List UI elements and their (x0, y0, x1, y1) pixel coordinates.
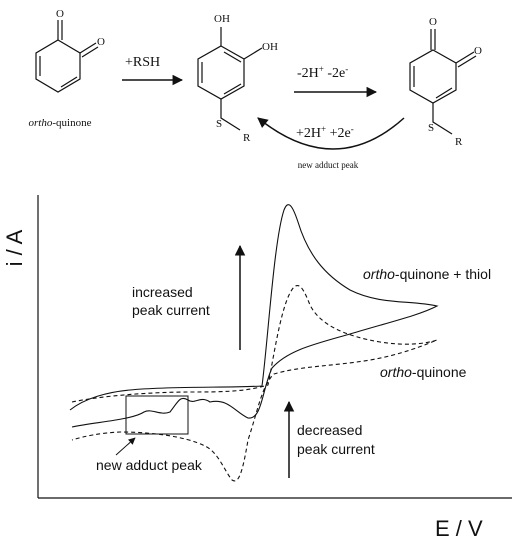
quinone-adduct-structure (409, 29, 477, 135)
decrease-label-line1: decreased (297, 422, 362, 438)
reagent-label: +RSH (125, 55, 160, 70)
increase-label-line2: peak current (132, 302, 210, 318)
oxidation-label: -2H+ -2e- (297, 64, 348, 81)
catechol-adduct-structure (197, 27, 263, 131)
reduction-arrow (257, 117, 405, 150)
adduct-peak-box (125, 395, 189, 435)
increase-label-line1: increased (132, 284, 193, 300)
quinone-curve-label: ortho-quinone (380, 364, 467, 380)
quinone-adduct-sulfur: S (428, 122, 434, 134)
adduct-peak-label: new adduct peak (96, 457, 203, 473)
quinone-oxygen-1: O (56, 8, 64, 20)
quinone-adduct-oxygen-2: O (474, 45, 482, 57)
catechol-hydroxyl-2: OH (262, 41, 278, 53)
reactant-name: ortho-quinone (29, 117, 92, 129)
adduct-peak-pointer (115, 437, 136, 456)
reaction-scheme: O O ortho-quinone +RSH OH OH S R -2H+ -2… (29, 8, 482, 170)
decrease-label-line2: peak current (297, 441, 375, 457)
catechol-r-group: R (243, 132, 251, 144)
quinone-adduct-r-group: R (455, 136, 463, 148)
adduct-peak-caption: new adduct peak (298, 160, 359, 170)
quinone-oxygen-2: O (97, 36, 105, 48)
voltammogram: i / A E / V new adduct peak increased pe… (2, 195, 512, 541)
y-axis-label: i / A (2, 229, 27, 266)
quinone-adduct-oxygen-1: O (429, 16, 437, 28)
catechol-sulfur: S (216, 118, 222, 130)
x-axis-label: E / V (435, 516, 483, 541)
reduction-label: +2H+ +2e- (296, 124, 354, 141)
catechol-hydroxyl-1: OH (214, 13, 230, 25)
ortho-quinone-structure (35, 20, 99, 93)
quinone-curve (71, 285, 438, 482)
thiol-curve-label: ortho-quinone + thiol (363, 266, 491, 282)
thiol-curve (69, 204, 439, 428)
